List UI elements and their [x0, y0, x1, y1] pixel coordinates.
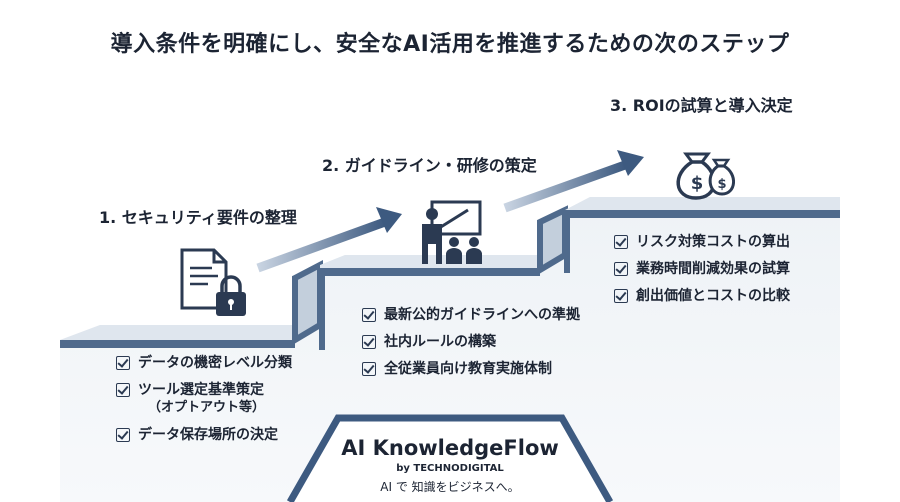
checkbox-icon: [362, 335, 376, 349]
checkbox-icon: [116, 428, 130, 442]
arrow-1-head: [376, 207, 402, 233]
brand-tagline: AI で 知識をビジネスへ。: [380, 480, 520, 494]
step2-checklist: 最新公的ガイドラインへの準拠 社内ルールの構築 全従業員向け教育実施体制: [362, 306, 580, 387]
checklist-item: データの機密レベル分類: [116, 354, 292, 372]
arrow-2: [503, 160, 627, 213]
step3-label: 3. ROIの試算と導入決定: [610, 96, 793, 115]
step1-label: 1. セキュリティ要件の整理: [99, 208, 297, 227]
presentation-training-icon: [422, 200, 482, 264]
svg-text:$: $: [691, 173, 704, 194]
arrow-2-head: [617, 150, 644, 176]
brand-name: AI KnowledgeFlow: [341, 436, 559, 460]
checklist-item: ツール選定基準策定（オプトアウト等）: [116, 381, 292, 417]
checklist-item: データ保存場所の決定: [116, 426, 292, 444]
step1-top: [60, 325, 320, 340]
money-bags-icon: $ $: [676, 152, 735, 200]
step3-checklist: リスク対策コストの算出 業務時間削減効果の試算 創出価値とコストの比較: [614, 233, 790, 314]
checkbox-icon: [362, 308, 376, 322]
checklist-item: 社内ルールの構築: [362, 333, 580, 351]
checklist-item: 最新公的ガイドラインへの準拠: [362, 306, 580, 324]
checklist-item: 業務時間削減効果の試算: [614, 260, 790, 278]
svg-text:$: $: [717, 177, 726, 192]
step3-top: [565, 197, 840, 213]
step2-label: 2. ガイドライン・研修の策定: [322, 156, 537, 175]
riser2-side: [540, 210, 565, 270]
step1-edge: [60, 340, 295, 348]
checkbox-icon: [116, 383, 130, 397]
checklist-item: 創出価値とコストの比較: [614, 287, 790, 305]
riser1-side: [295, 265, 320, 340]
checkbox-icon: [614, 289, 628, 303]
brand-block: AI KnowledgeFlow by TECHNODIGITAL AI で 知…: [290, 418, 610, 502]
document-lock-icon: [180, 248, 246, 316]
step2-top: [320, 255, 565, 270]
step1-checklist: データの機密レベル分類 ツール選定基準策定（オプトアウト等） データ保存場所の決…: [116, 354, 292, 453]
step2-edge: [320, 268, 540, 276]
checkbox-icon: [362, 362, 376, 376]
page-title: 導入条件を明確にし、安全なAI活用を推進するための次のステップ: [110, 32, 790, 57]
arrow-1: [256, 217, 387, 273]
checklist-item: リスク対策コストの算出: [614, 233, 790, 251]
brand-frame: [286, 414, 614, 502]
checkbox-icon: [614, 235, 628, 249]
stair-body: [60, 197, 840, 502]
checklist-item: 全従業員向け教育実施体制: [362, 360, 580, 378]
step3-edge: [565, 210, 840, 218]
brand-byline: by TECHNODIGITAL: [396, 463, 504, 474]
checkbox-icon: [116, 356, 130, 370]
checkbox-icon: [614, 262, 628, 276]
